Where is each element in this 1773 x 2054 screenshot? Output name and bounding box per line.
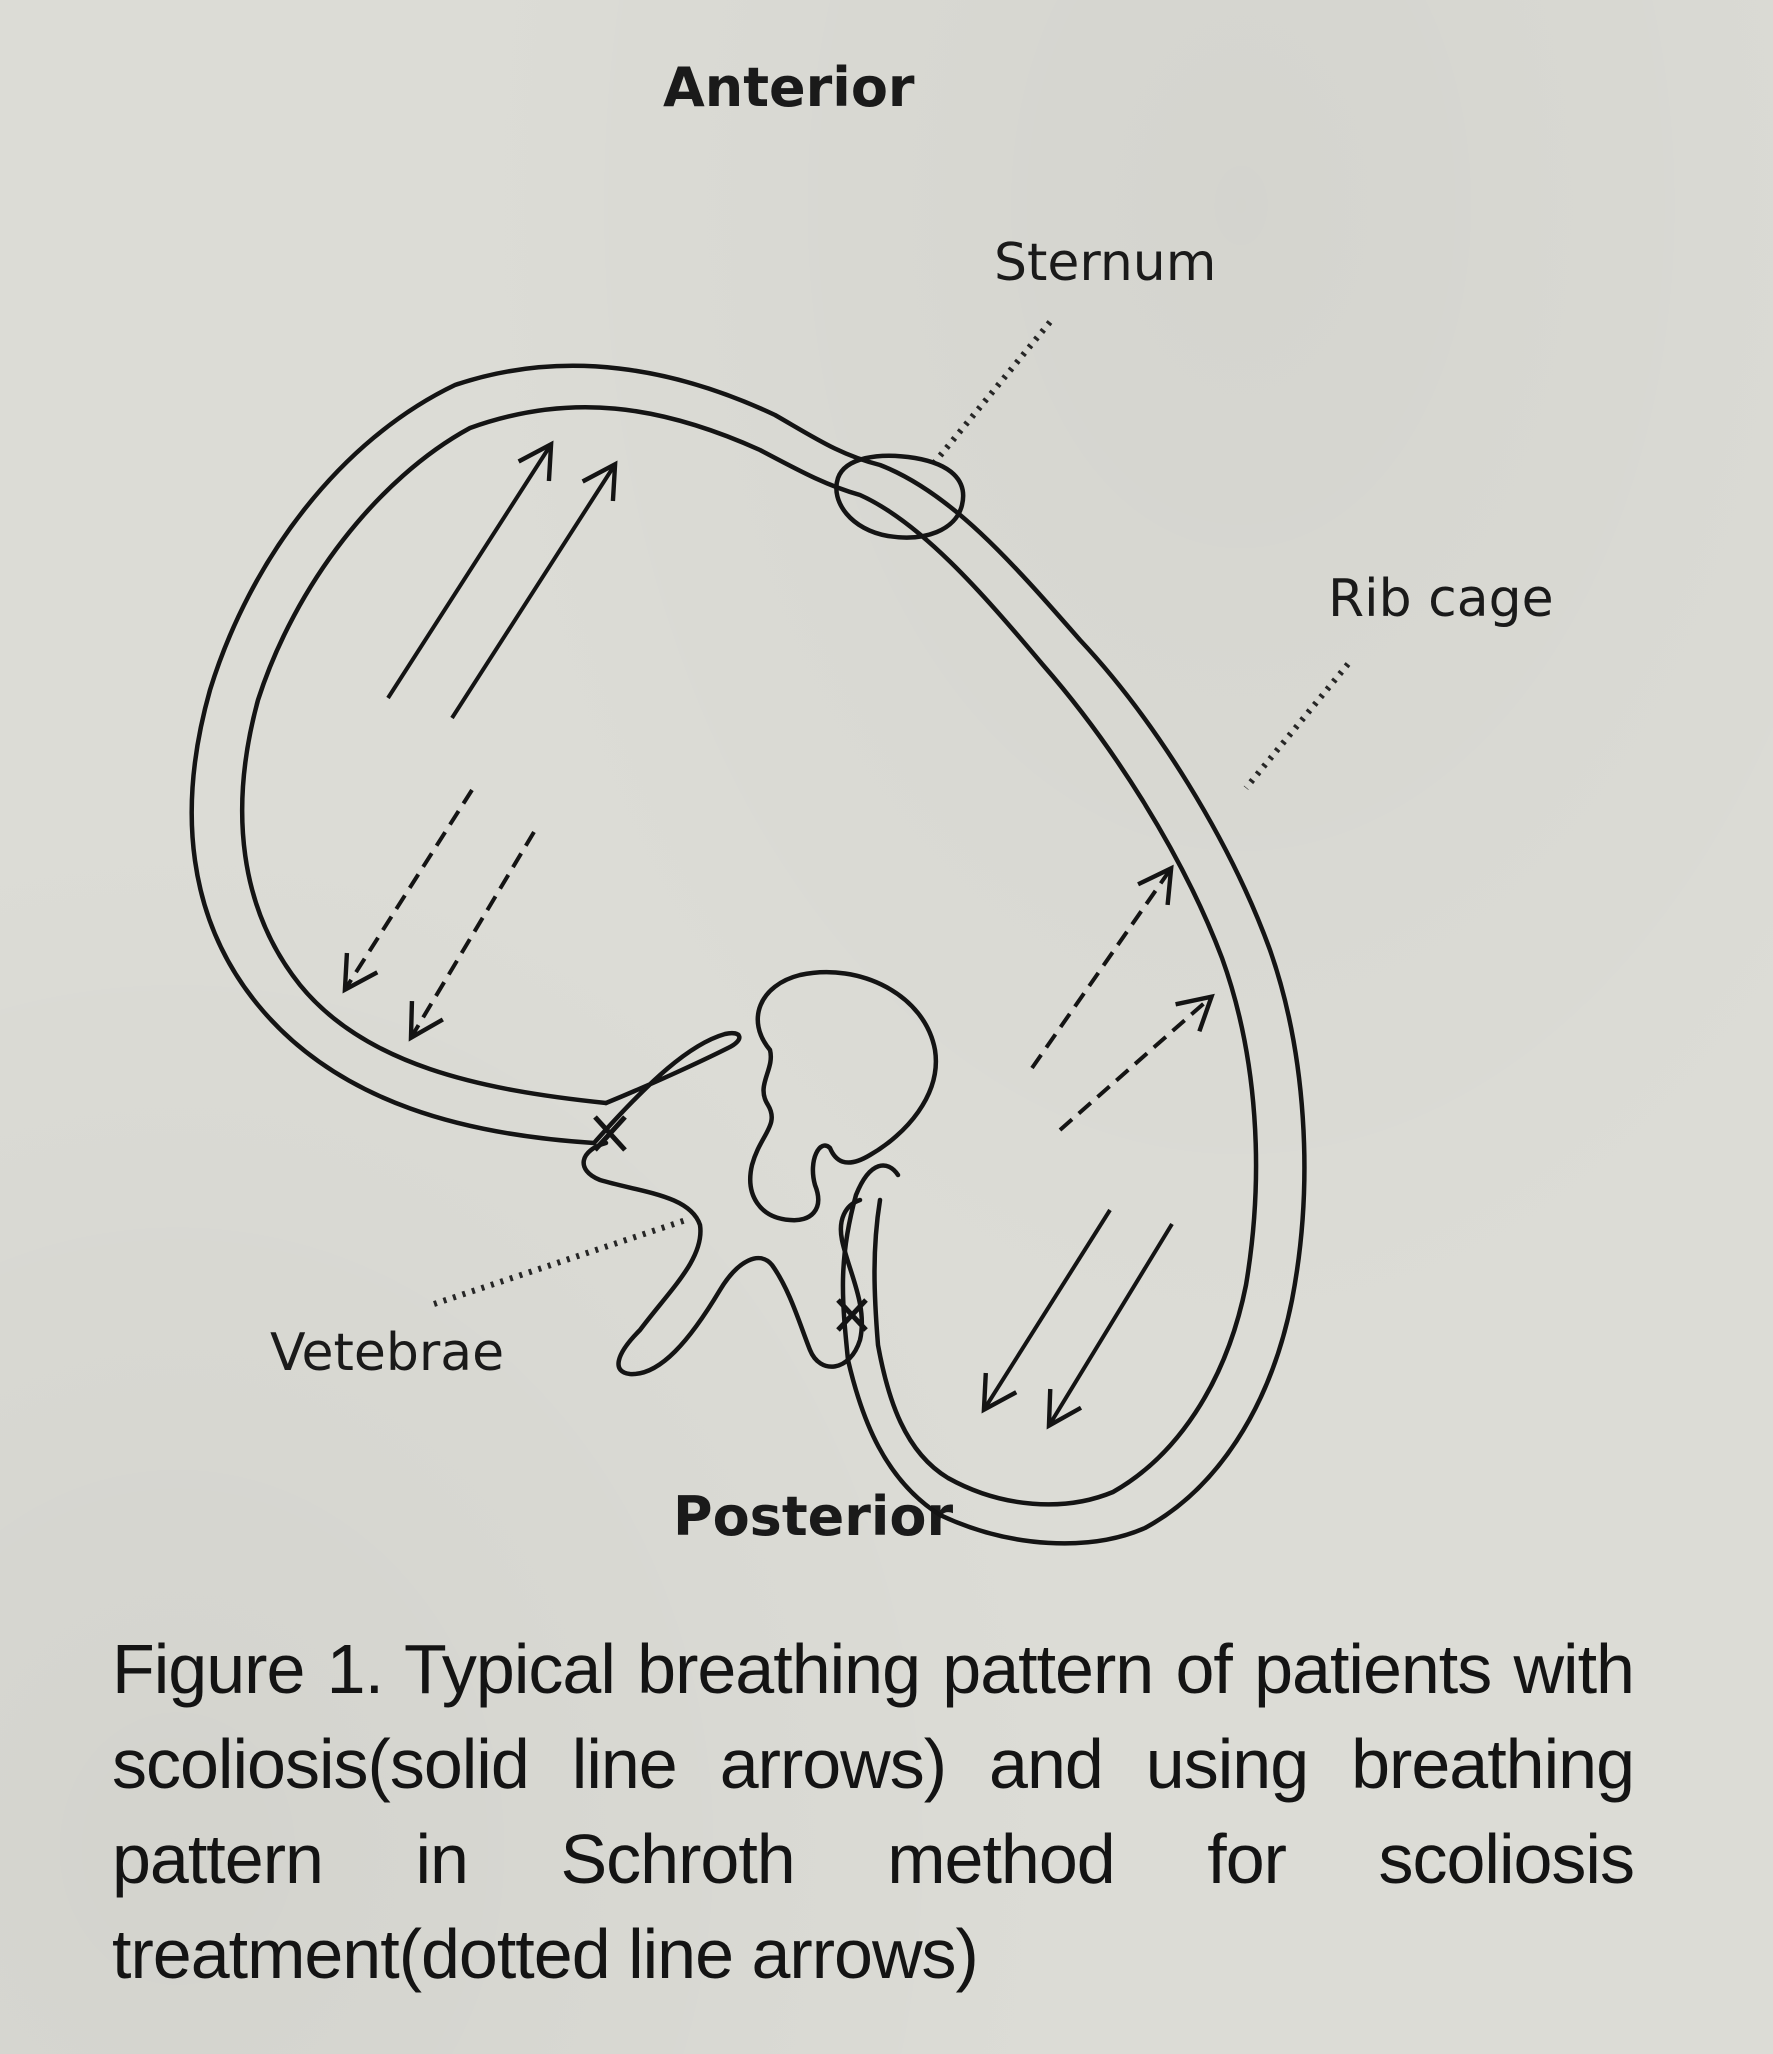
rib-joint-right bbox=[836, 1298, 868, 1332]
solid-arrow-lower-right-1 bbox=[981, 1208, 1112, 1414]
anterior-label: Anterior bbox=[663, 56, 915, 119]
dashed-arrow-left-1 bbox=[342, 788, 474, 994]
solid-arrow-upper-left-1 bbox=[386, 440, 554, 700]
solid-arrow-lower-right-2 bbox=[1046, 1222, 1174, 1430]
figure-caption: Figure 1. Typical breathing pattern of p… bbox=[112, 1630, 1635, 1993]
sternum-label: Sternum bbox=[994, 233, 1216, 293]
dashed-arrow-right-1 bbox=[1030, 864, 1174, 1070]
posterior-label: Posterior bbox=[673, 1485, 953, 1548]
dashed-arrow-right-2 bbox=[1058, 993, 1215, 1132]
sternum-leader-line bbox=[927, 320, 1053, 470]
sternum-shape bbox=[834, 453, 966, 540]
rib-cage-outline bbox=[189, 363, 1307, 1546]
vertebra-processes bbox=[581, 1140, 865, 1377]
solid-arrow-upper-left-2 bbox=[450, 460, 618, 720]
vertebrae-label: Vetebrae bbox=[270, 1323, 504, 1383]
rib-cage-leader-line bbox=[1243, 662, 1351, 790]
dashed-arrow-left-2 bbox=[408, 830, 536, 1042]
vertebra-shape bbox=[748, 969, 939, 1223]
vertebrae-leader-line bbox=[433, 1217, 687, 1307]
rib-cage-label: Rib cage bbox=[1328, 569, 1554, 629]
rib-joint-left bbox=[593, 1115, 627, 1152]
